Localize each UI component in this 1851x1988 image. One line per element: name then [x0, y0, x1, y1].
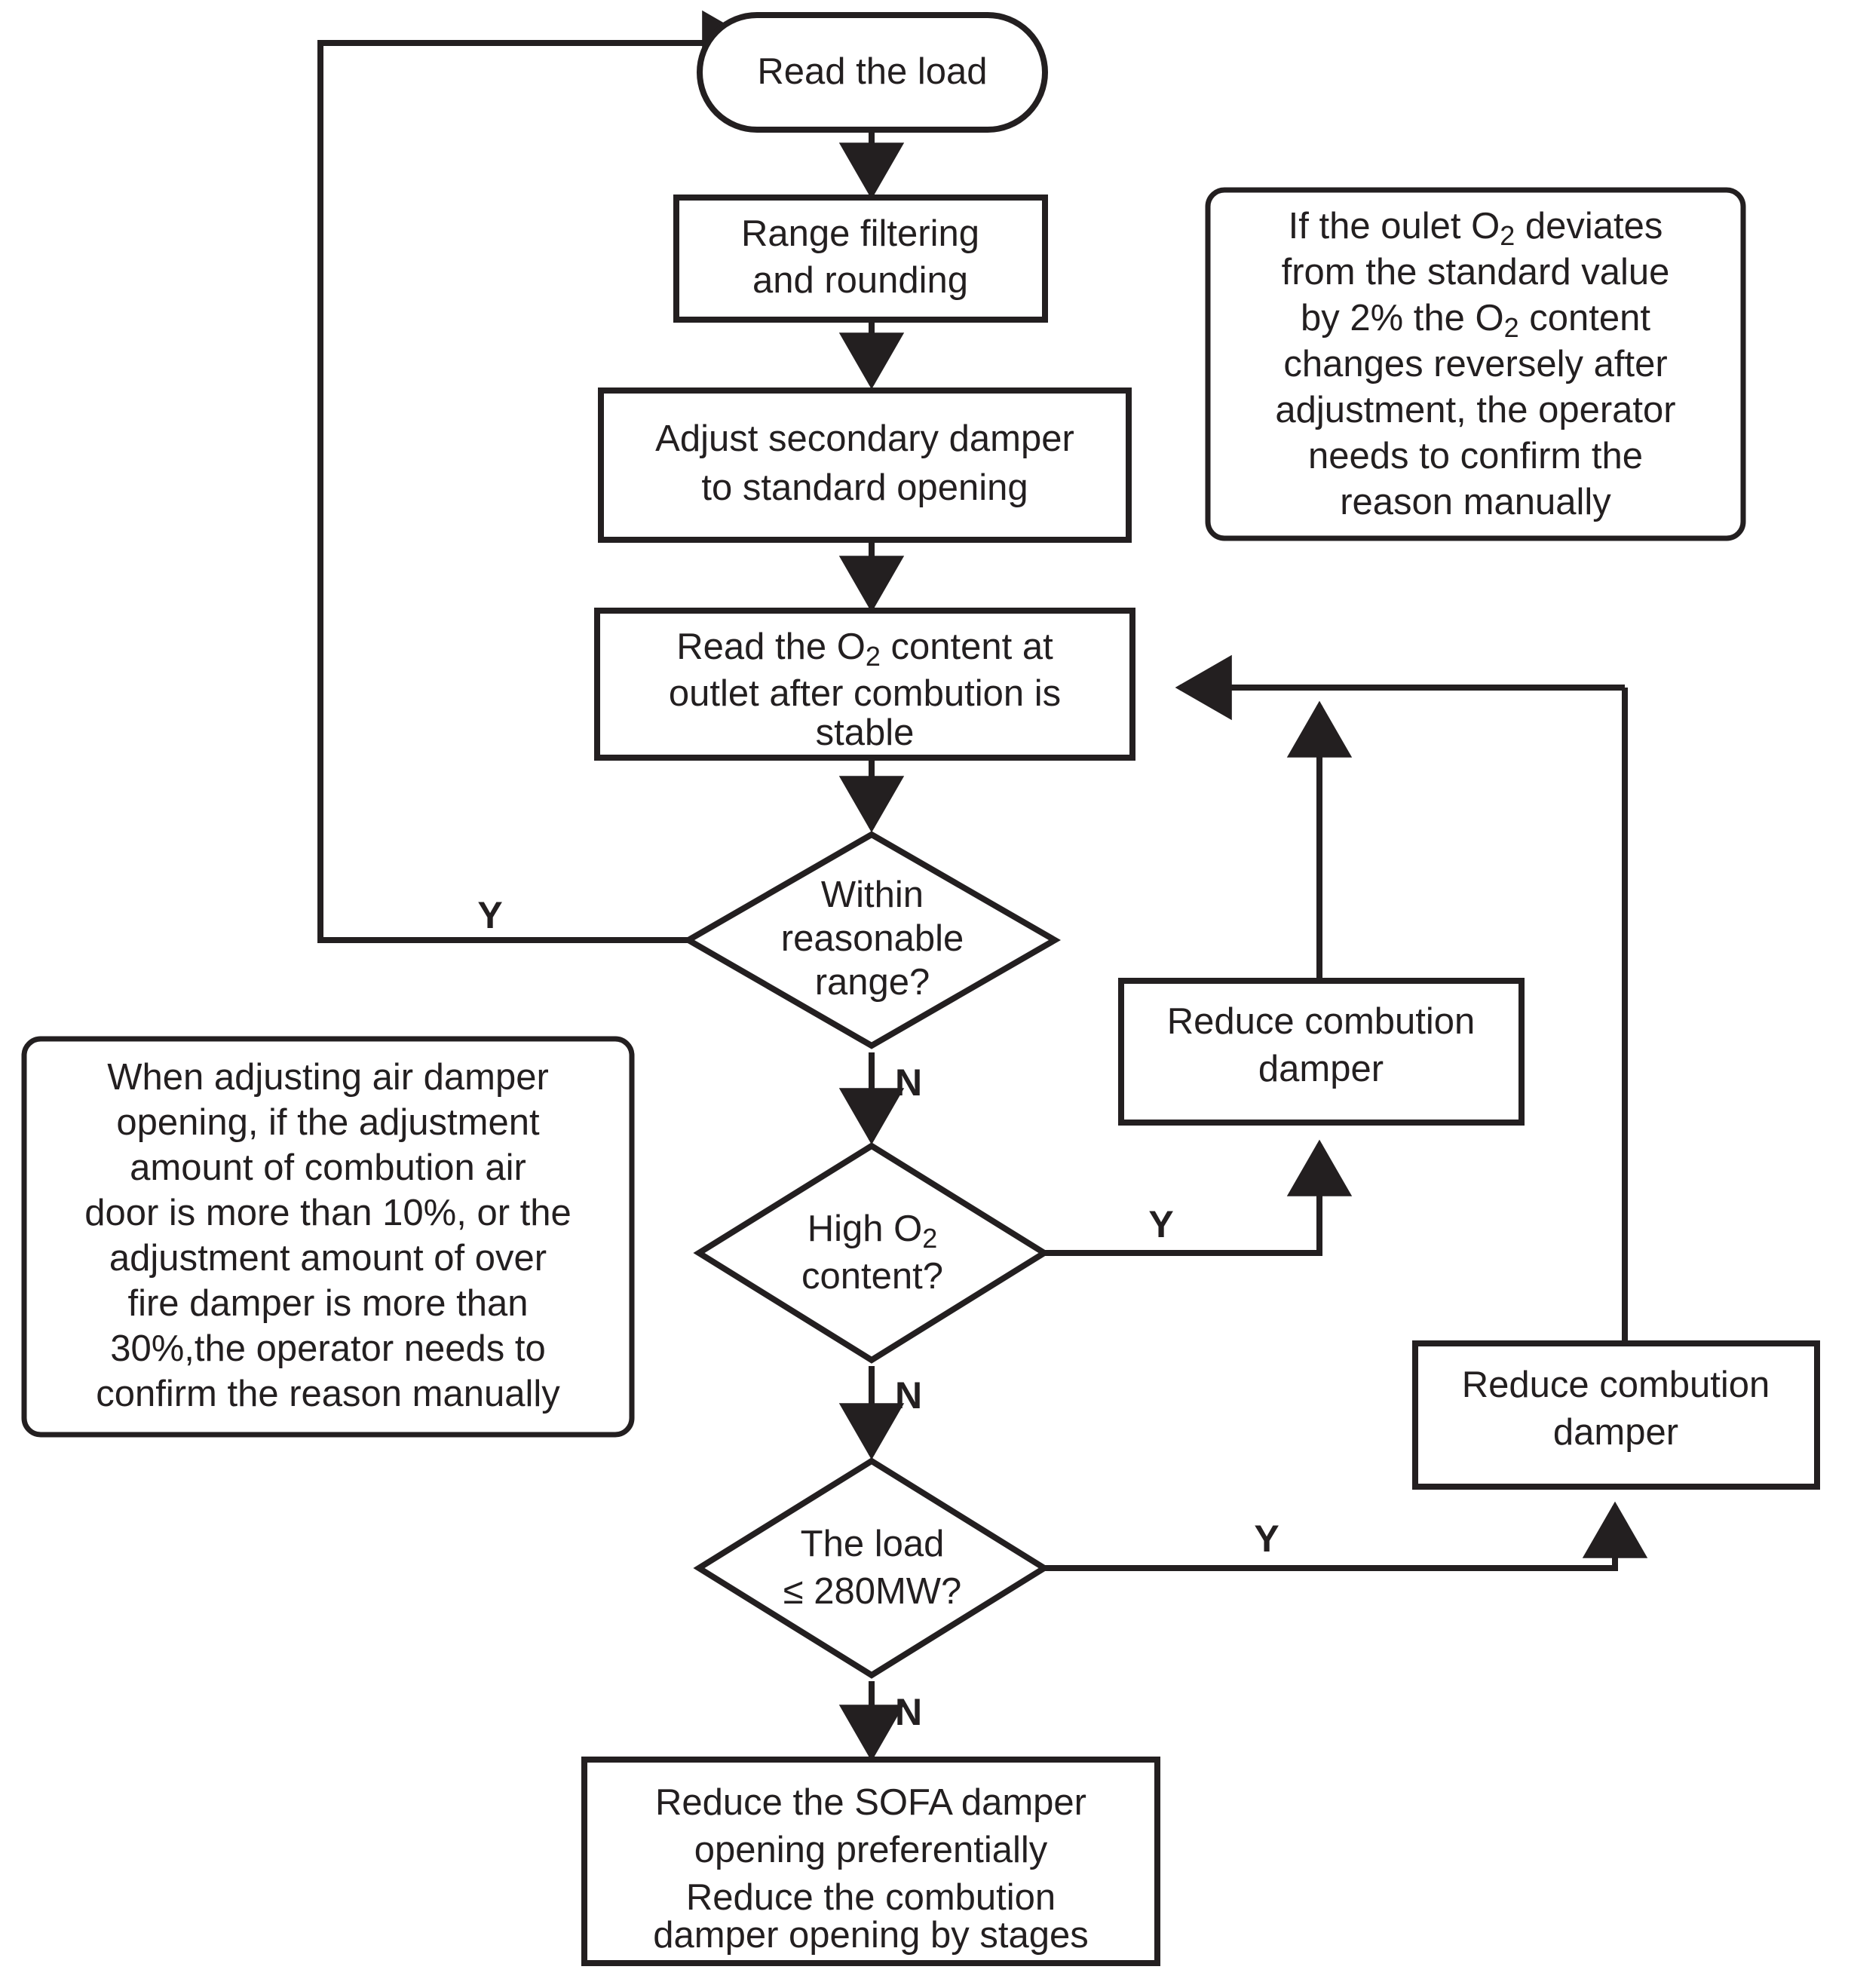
node-high-o2-content[interactable]: [693, 1142, 1050, 1364]
node-load-threshold-line2: ≤ 280MW?: [783, 1571, 962, 1612]
branch-label-high-o2-no: N: [895, 1374, 922, 1417]
branch-label-high-o2-yes: Y: [1148, 1203, 1173, 1245]
node-within-reasonable-range-line3: range?: [815, 962, 930, 1003]
note-left-line3: amount of combution air: [130, 1147, 526, 1188]
note-left-line8: confirm the reason manually: [96, 1374, 560, 1414]
node-reduce-sofa-damper-line2: opening preferentially: [694, 1830, 1048, 1870]
node-read-o2-content-line3: stable: [816, 712, 915, 753]
node-load-threshold-line1: The load: [801, 1524, 945, 1564]
note-right-line6: needs to confirm the: [1308, 436, 1643, 476]
node-reduce-sofa-damper-line3: Reduce the combution: [686, 1877, 1056, 1918]
branch-label-within-range-yes: Y: [477, 894, 502, 936]
node-reduce-sofa-damper-line4: damper opening by stages: [653, 1915, 1089, 1956]
branch-label-load-yes: Y: [1254, 1518, 1279, 1560]
note-right-line1: If the oulet O2 deviates: [1289, 206, 1663, 251]
node-reduce-combution-damper-upper-line2: damper: [1258, 1049, 1384, 1089]
node-adjust-secondary-damper-line1: Adjust secondary damper: [655, 418, 1074, 459]
edge-higho2-yes-to-reduce-upper: [1036, 1139, 1353, 1256]
branch-label-load-no: N: [895, 1691, 922, 1733]
note-left-line1: When adjusting air damper: [107, 1057, 549, 1098]
node-reduce-combution-damper-upper-line1: Reduce combution: [1167, 1001, 1476, 1042]
node-reduce-combution-damper-lower[interactable]: [1412, 1340, 1820, 1490]
node-read-o2-content-line1: Read the O2 content at: [676, 626, 1053, 672]
node-read-the-load[interactable]: [697, 12, 1048, 133]
node-within-reasonable-range-line1: Within: [821, 875, 924, 915]
note-left-line4: door is more than 10%, or the: [84, 1193, 572, 1233]
node-load-threshold[interactable]: [693, 1457, 1050, 1679]
node-high-o2-content-line1: High O2: [808, 1208, 938, 1254]
node-reduce-combution-damper-lower-line1: Reduce combution: [1462, 1365, 1770, 1405]
node-reduce-combution-damper-lower-line2: damper: [1553, 1412, 1678, 1453]
node-adjust-secondary-damper-line2: to standard opening: [701, 467, 1028, 508]
node-within-reasonable-range[interactable]: [682, 831, 1062, 1049]
note-right-line3: by 2% the O2 content: [1301, 298, 1650, 343]
node-adjust-secondary-damper[interactable]: [598, 387, 1132, 543]
node-reduce-combution-damper-upper[interactable]: [1118, 978, 1525, 1126]
edge-withinrange-yes-to-readload: [317, 10, 759, 943]
node-high-o2-content-line2: content?: [801, 1256, 943, 1297]
node-range-filtering-line1: Range filtering: [741, 213, 979, 254]
note-right-line4: changes reversely after: [1283, 344, 1667, 384]
node-range-filtering[interactable]: [673, 195, 1048, 323]
node-range-filtering-line2: and rounding: [752, 260, 968, 301]
note-left-line6: fire damper is more than: [127, 1283, 528, 1324]
node-reduce-sofa-damper[interactable]: [581, 1757, 1160, 1966]
node-within-reasonable-range-line2: reasonable: [781, 918, 964, 959]
note-left-line2: opening, if the adjustment: [116, 1102, 540, 1143]
note-right-line2: from the standard value: [1282, 252, 1670, 293]
branch-label-within-range-no: N: [895, 1061, 922, 1104]
note-left-line7: 30%,the operator needs to: [110, 1328, 546, 1369]
edge-load-yes-to-reduce-lower: [1036, 1501, 1648, 1571]
node-read-o2-content-line2: outlet after combution is: [669, 673, 1061, 714]
note-left-box: [21, 1036, 635, 1438]
node-read-o2-content[interactable]: [594, 608, 1135, 761]
note-left-line5: adjustment amount of over: [109, 1238, 547, 1279]
note-right-box: [1205, 187, 1746, 541]
node-read-the-load-label: Read the load: [757, 51, 987, 92]
node-reduce-sofa-damper-line1: Reduce the SOFA damper: [655, 1782, 1086, 1823]
note-right-line5: adjustment, the operator: [1275, 390, 1675, 430]
note-right-line7: reason manually: [1340, 482, 1611, 522]
